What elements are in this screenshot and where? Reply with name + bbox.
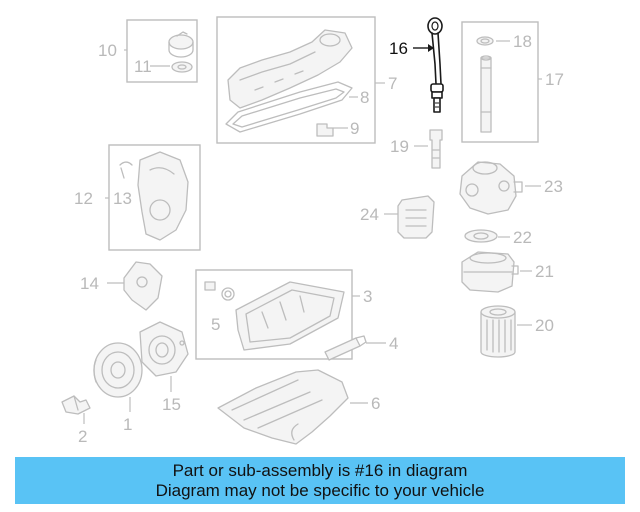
- engine-splash-shield: [217, 369, 349, 445]
- callout-3: 3: [363, 287, 372, 306]
- valve-cover-gasket: [225, 81, 353, 133]
- valve-cover-bolt: [316, 123, 334, 137]
- callout-6: 6: [371, 394, 380, 413]
- group-box-guide-tube: [461, 21, 539, 143]
- parts-diagram: 10 11 7 8 9 12 13: [61, 16, 564, 446]
- oil-dipstick: [427, 17, 444, 113]
- oil-cooler-gasket: [397, 195, 435, 239]
- callout-7: 7: [388, 74, 397, 93]
- guide-tube-o-ring: [476, 36, 494, 46]
- oil-pan: [235, 281, 345, 351]
- group-box-filler-cap: [126, 19, 198, 83]
- timing-cover-seal: [119, 161, 133, 179]
- callout-1: 1: [123, 415, 132, 434]
- group-box-oil-pan: [195, 269, 353, 360]
- oil-filter: [480, 305, 516, 358]
- oil-filter-housing: [459, 161, 523, 215]
- callout-5: 5: [211, 315, 220, 334]
- callout-12: 12: [74, 189, 93, 208]
- callout-4: 4: [389, 334, 398, 353]
- callout-14: 14: [80, 274, 99, 293]
- callout-15: 15: [162, 395, 181, 414]
- oil-cooler: [461, 251, 519, 293]
- parts-diagram-svg: 10 11 7 8 9 12 13: [61, 16, 564, 446]
- callout-22: 22: [513, 228, 532, 247]
- callout-11: 11: [134, 57, 152, 76]
- callout-20: 20: [535, 316, 554, 335]
- callout-9: 9: [350, 119, 359, 138]
- drain-plug: [204, 281, 235, 301]
- callout-16: 16: [389, 39, 408, 58]
- callout-21: 21: [535, 262, 554, 281]
- filler-cap-seal: [171, 61, 193, 73]
- dipstick-tube-seal: [429, 129, 443, 169]
- sealant-tube: [324, 335, 367, 361]
- callout-2: 2: [78, 427, 87, 446]
- banner-line-1: Part or sub-assembly is #16 in diagram: [172, 460, 468, 480]
- group-box-valve-cover: [216, 16, 376, 144]
- pulley-bolt: [61, 395, 91, 415]
- guide-tube: [480, 55, 492, 133]
- callout-24: 24: [360, 205, 379, 224]
- engine-mount-bracket: [123, 261, 163, 311]
- valve-cover: [227, 29, 353, 109]
- callout-13: 13: [113, 189, 132, 208]
- callout-8: 8: [360, 88, 369, 107]
- banner-line-2: Diagram may not be specific to your vehi…: [155, 480, 485, 500]
- oil-filler-cap: [168, 31, 194, 58]
- crankshaft-pulley: [93, 342, 143, 398]
- crankshaft-seal-flange: [139, 321, 189, 377]
- timing-cover: [137, 151, 189, 241]
- callout-17: 17: [545, 70, 564, 89]
- filter-housing-gasket: [464, 229, 498, 243]
- part-info-banner: Part or sub-assembly is #16 in diagram D…: [15, 457, 625, 504]
- callout-19: 19: [390, 137, 409, 156]
- callout-23: 23: [544, 177, 563, 196]
- callout-10: 10: [98, 41, 117, 60]
- callout-18: 18: [513, 32, 532, 51]
